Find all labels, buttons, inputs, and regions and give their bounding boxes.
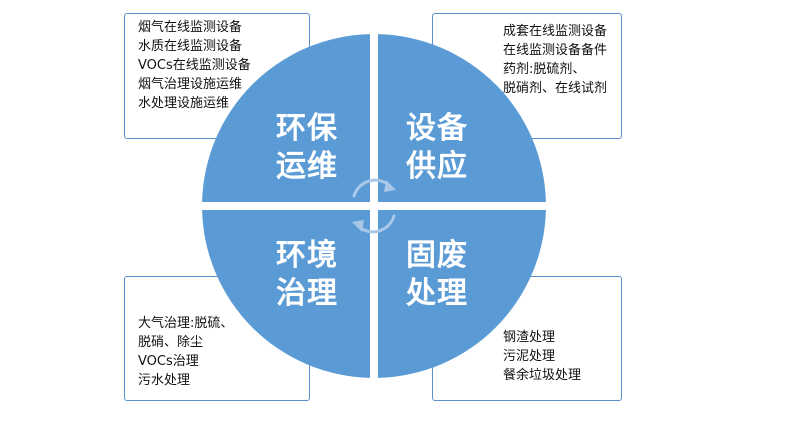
quadrant-title-environmental-operations-line2: 运维	[276, 149, 338, 184]
box-line: 脱硝剂、在线试剂	[503, 81, 608, 96]
quadrant-bottom-left	[202, 210, 370, 378]
cycle-arrow-heads	[352, 180, 396, 232]
box-line: 污水处理	[138, 373, 191, 388]
box-line: 污泥处理	[503, 349, 556, 364]
quadrant-title-environmental-operations-line1: 环保	[276, 111, 338, 146]
box-line: 大气治理:脱硫、	[138, 316, 234, 331]
quadrant-bottom-right	[378, 210, 546, 378]
box-line: 药剂:脱硫剂、	[503, 62, 586, 77]
quadrant-title-solid-waste-line2: 处理	[405, 276, 468, 311]
box-line: 成套在线监测设备	[503, 24, 608, 39]
quadrant-title-environmental-treatment-line1: 环境	[276, 238, 338, 273]
box-line: 烟气治理设施运维	[138, 77, 243, 92]
quadrant-title-environmental-treatment-line2: 治理	[276, 276, 338, 311]
box-line: 在线监测设备备件	[503, 43, 608, 58]
box-line: VOCs治理	[138, 354, 199, 369]
box-line: VOCs在线监测设备	[138, 58, 251, 73]
box-line: 烟气在线监测设备	[138, 20, 243, 35]
quadrant-title-equipment-supply-line1: 设备	[406, 111, 468, 146]
quadrant-title-solid-waste-line1: 固废	[406, 238, 468, 273]
box-line: 餐余垃圾处理	[503, 368, 582, 383]
quadrant-top-right	[378, 34, 546, 202]
quadrant-title-equipment-supply-line2: 供应	[405, 149, 468, 184]
box-line: 脱硝、除尘	[138, 335, 204, 350]
quadrant-top-left	[202, 34, 370, 202]
box-line: 水处理设施运维	[138, 96, 230, 111]
box-line: 水质在线监测设备	[138, 39, 243, 54]
box-line: 钢渣处理	[503, 330, 556, 345]
